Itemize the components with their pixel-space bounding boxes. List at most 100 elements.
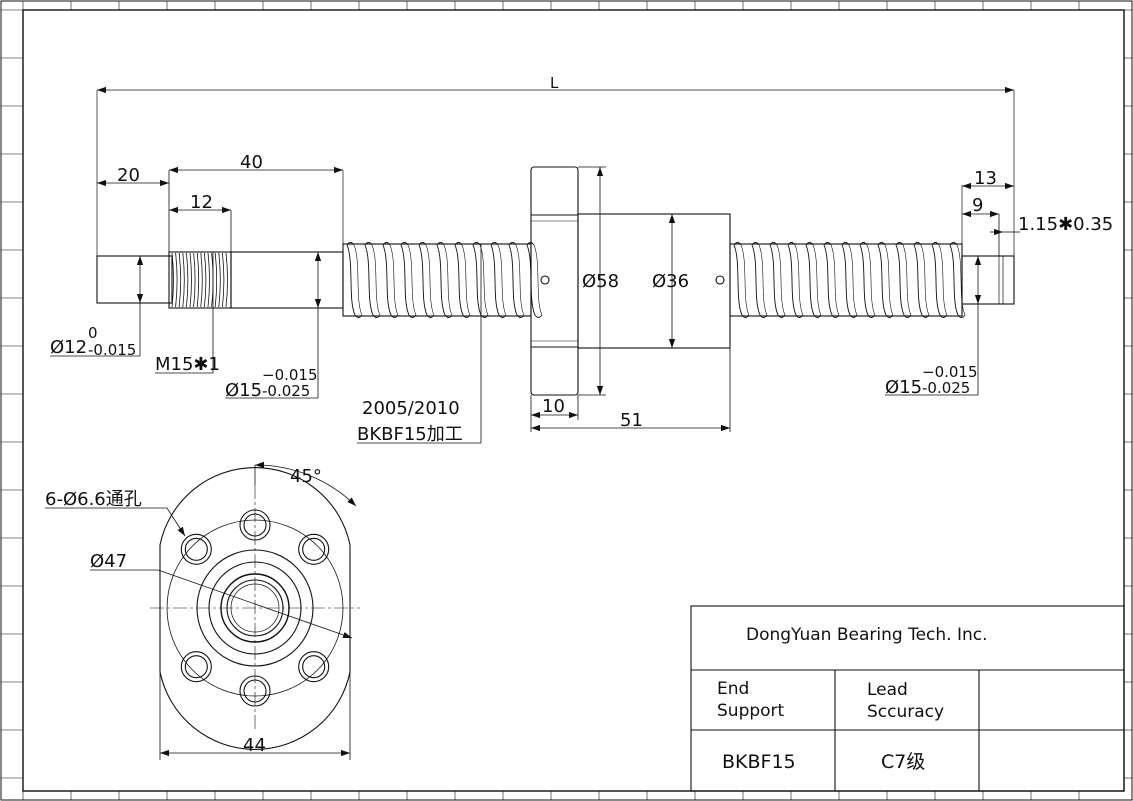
dim-dia-12-lower: -0.015 [88,341,136,359]
thread-coil [200,252,203,308]
dim-dia-15-left-upper: −0.015 [262,366,318,384]
thread-coil [225,252,228,308]
helix-crest [759,314,768,318]
title-block-texts: DongYuan Bearing Tech. Inc. End Support … [717,625,988,773]
helix-groove [400,244,410,316]
helix-crest [813,314,822,318]
helix-crest [931,242,940,246]
helix-groove [841,244,851,316]
helix-groove [454,244,464,316]
helix-groove [436,244,446,316]
helix-groove [805,244,815,316]
dim-thread: M15✱1 [155,354,220,375]
bolt-hole-outer [180,651,212,683]
helix-crest [823,242,832,246]
helix-crest [795,314,804,318]
dim-pcd: Ø47 [90,551,127,572]
helix-groove [884,244,894,316]
helix-groove [830,244,840,316]
helix-crest [913,242,922,246]
dim-holes: 6-Ø6.6通孔 [45,489,142,510]
helix-groove [931,244,941,316]
col2-value: C7级 [881,751,925,773]
bolt-hole-inner [184,655,208,679]
bolt-hole-outer [180,533,212,565]
dim-width: 44 [243,735,266,756]
helix-crest [408,314,417,318]
thread-coil [196,252,200,308]
helix-groove [913,244,923,316]
thread-coil [218,252,221,308]
helix-groove [407,244,417,316]
helix-groove [508,244,518,316]
helix-groove [472,244,482,316]
helix-groove [533,244,543,316]
helix-crest [751,242,760,246]
helix-crest [372,314,381,318]
helix-crest [480,314,489,318]
bolt-hole-outer [298,651,330,683]
dim-20: 20 [117,165,140,186]
thread-coil [186,252,189,308]
helix-groove [479,244,489,316]
helix-crest [490,242,499,246]
helix-groove [515,244,525,316]
helix-groove [877,244,887,316]
dimension-texts-side: L 20 40 12 13 9 1.15✱0.35 Ø12 0 -0.015 M… [50,74,1113,445]
dim-dia-12-upper: 0 [88,324,98,342]
thread-coils [171,252,228,308]
dim-13: 13 [974,168,997,189]
helix-crest [777,314,786,318]
helix-groove [382,244,392,316]
helix-crest [921,314,930,318]
helix-crest [382,242,391,246]
dim-dia-15-right-upper: −0.015 [922,363,978,381]
helix-crest [516,314,525,318]
nut-model-label: 2005/2010 [362,398,460,419]
helix-crest [454,242,463,246]
helix-crest [741,314,750,318]
machining-label: BKBF15加工 [357,424,463,445]
helix-groove [787,244,797,316]
dimension-texts-end: 6-Ø6.6通孔 45° Ø47 44 [45,466,322,756]
helix-crest [508,242,517,246]
thread-coil [182,252,185,308]
dim-dia-15-right: Ø15 [885,377,922,398]
left-journal [96,255,173,304]
helix-crest [733,242,742,246]
thread-coil [193,252,196,308]
helix-crest [364,242,373,246]
bolt-hole-inner [184,537,208,561]
helix-left [346,242,543,318]
helix-groove [418,244,428,316]
dim-overall-length: L [550,74,559,92]
dimension-lines-side [50,86,1020,444]
helix-crest [841,242,850,246]
helix-groove [938,244,948,316]
helix-groove [794,244,804,316]
helix-crest [769,242,778,246]
helix-crest [949,242,958,246]
thread-coil [222,252,225,308]
helix-crest [903,314,912,318]
bearing-seat [230,251,344,309]
helix-groove [812,244,822,316]
screw-shaft-left [342,243,532,317]
thread-coil [171,252,174,308]
helix-crest [787,242,796,246]
helix-groove [751,244,761,316]
dim-dia-15-right-lower: -0.025 [922,379,970,397]
helix-crest [498,314,507,318]
helix-groove [461,244,471,316]
helix-crest [859,242,868,246]
helix-crest [895,242,904,246]
helix-groove [425,244,435,316]
bolt-hole-inner [302,537,326,561]
thread-coil [214,252,218,308]
dim-51: 51 [620,410,643,431]
col1-value: BKBF15 [722,751,796,773]
helix-groove [902,244,912,316]
thread-coil [207,252,210,308]
